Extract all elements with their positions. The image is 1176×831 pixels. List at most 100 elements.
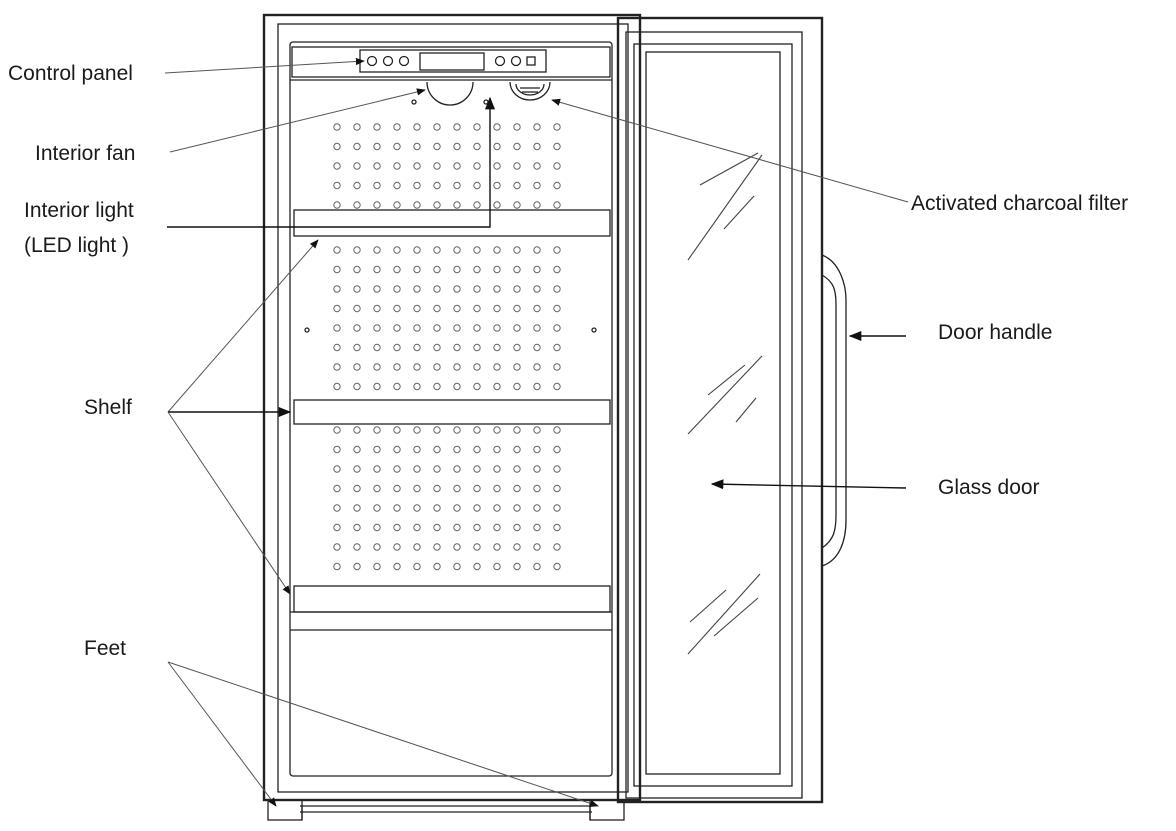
perforation-dot xyxy=(373,142,381,151)
perforation-dot xyxy=(433,484,441,493)
rear-panel-perforations xyxy=(333,123,561,571)
perforation-dot xyxy=(333,142,341,151)
cabinet-base xyxy=(267,799,625,821)
perforation-dot xyxy=(373,343,381,352)
perforation-dot xyxy=(553,543,561,551)
perforation-dot xyxy=(373,181,381,190)
perforation-dot xyxy=(373,324,381,332)
perforation-dot xyxy=(553,484,561,493)
perforation-dot xyxy=(353,562,361,571)
perforation-dot xyxy=(333,304,341,313)
perforation-dot xyxy=(373,465,381,473)
perforation-dot xyxy=(453,246,461,254)
temperature-display xyxy=(419,52,485,71)
perforation-dot xyxy=(533,324,541,332)
perforation-dot xyxy=(453,285,461,293)
perforation-dot xyxy=(453,484,461,493)
perforation-dot xyxy=(373,123,381,131)
perforation-dot xyxy=(513,426,521,434)
perforation-dot xyxy=(413,484,421,493)
perforation-dot xyxy=(473,142,481,151)
perforation-dot xyxy=(553,181,561,190)
perforation-dot xyxy=(553,162,561,170)
perforation-dot xyxy=(353,445,361,454)
perforation-dot xyxy=(353,543,361,551)
perforation-dot xyxy=(353,304,361,313)
perforation-dot xyxy=(433,445,441,454)
perforation-dot xyxy=(353,285,361,293)
perforation-dot xyxy=(333,426,341,434)
perforation-dot xyxy=(553,382,561,391)
perforation-dot xyxy=(553,523,561,532)
perforation-dot xyxy=(513,543,521,551)
perforation-dot xyxy=(453,324,461,332)
perforation-dot xyxy=(473,465,481,473)
perforation-dot xyxy=(473,445,481,454)
perforation-dot xyxy=(473,181,481,190)
perforation-dot xyxy=(553,265,561,274)
perforation-dot xyxy=(353,523,361,532)
perforation-dot xyxy=(493,426,501,434)
perforation-dot xyxy=(433,382,441,391)
perforation-dot xyxy=(413,523,421,532)
perforation-dot xyxy=(453,265,461,274)
perforation-dot xyxy=(353,484,361,493)
perforation-dot xyxy=(393,504,401,512)
perforation-dot xyxy=(333,162,341,170)
perforation-dot xyxy=(473,523,481,532)
perforation-dot xyxy=(373,162,381,170)
perforation-dot xyxy=(413,465,421,473)
perforation-dot xyxy=(393,285,401,293)
label-interior-light: Interior light xyxy=(24,199,134,222)
perforation-dot xyxy=(493,162,501,170)
perforation-dot xyxy=(513,363,521,371)
perforation-dot xyxy=(553,285,561,293)
perforation-dot xyxy=(553,343,561,352)
perforation-dot xyxy=(453,543,461,551)
glass-door xyxy=(616,16,824,804)
perforation-dot xyxy=(453,162,461,170)
perforation-dot xyxy=(513,246,521,254)
perforation-dot xyxy=(333,523,341,532)
perforation-dot xyxy=(473,246,481,254)
shelf-middle xyxy=(293,399,611,425)
perforation-dot xyxy=(493,324,501,332)
perforation-dot xyxy=(533,265,541,274)
perforation-dot xyxy=(513,445,521,454)
down-icon xyxy=(510,55,522,67)
perforation-dot xyxy=(393,382,401,391)
perforation-dot xyxy=(333,504,341,512)
perforation-dot xyxy=(353,465,361,473)
perforation-dot xyxy=(413,343,421,352)
light-icon xyxy=(382,55,394,67)
perforation-dot xyxy=(433,363,441,371)
lock-icon xyxy=(526,56,536,66)
perforation-dot xyxy=(513,324,521,332)
perforation-dot xyxy=(413,543,421,551)
perforation-dot xyxy=(333,363,341,371)
perforation-dot xyxy=(493,246,501,254)
perforation-dot xyxy=(393,265,401,274)
perforation-dot xyxy=(473,343,481,352)
perforation-dot xyxy=(393,465,401,473)
perforation-dot xyxy=(453,504,461,512)
perforation-dot xyxy=(493,484,501,493)
power-icon xyxy=(366,55,378,67)
perforation-dot xyxy=(533,246,541,254)
perforation-dot xyxy=(453,523,461,532)
perforation-dot xyxy=(393,363,401,371)
perforation-dot xyxy=(413,265,421,274)
perforation-dot xyxy=(493,382,501,391)
perforation-dot xyxy=(393,445,401,454)
perforation-dot xyxy=(433,246,441,254)
perforation-dot xyxy=(333,484,341,493)
perforation-dot xyxy=(373,543,381,551)
perforation-dot xyxy=(433,465,441,473)
perforation-dot xyxy=(393,543,401,551)
perforation-dot xyxy=(353,123,361,131)
perforation-dot xyxy=(353,142,361,151)
perforation-dot xyxy=(513,123,521,131)
perforation-dot xyxy=(513,201,521,209)
perforation-dot xyxy=(453,343,461,352)
perforation-dot xyxy=(393,523,401,532)
